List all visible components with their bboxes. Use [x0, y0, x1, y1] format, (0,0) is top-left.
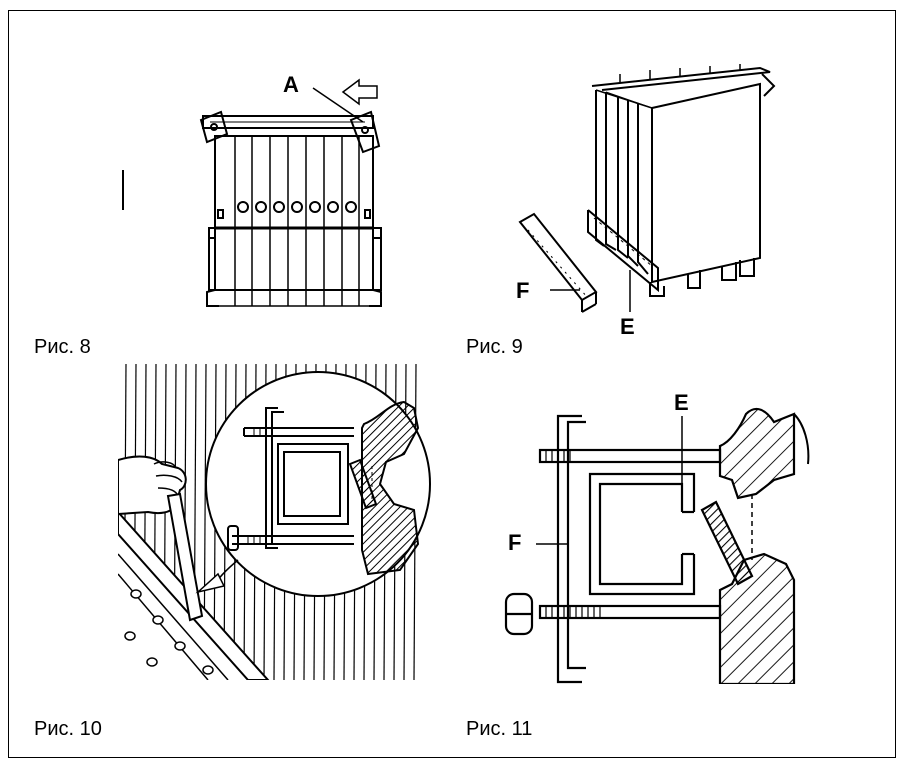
label-f: F: [516, 278, 530, 303]
figure-9: F E: [500, 60, 800, 350]
caption-fig-8: Рис. 8: [34, 336, 91, 358]
caption-fig-10: Рис. 10: [34, 718, 102, 740]
figure-10-drawing: [118, 364, 431, 680]
figure-8: A: [115, 60, 415, 330]
figure-8-drawing: [122, 78, 382, 307]
figure-9-drawing: [518, 64, 776, 313]
caption-fig-11: Рис. 11: [466, 718, 533, 740]
label-a: A: [283, 72, 299, 97]
figure-11-drawing: [504, 407, 810, 684]
figure-10: [118, 364, 432, 680]
label-e: E: [674, 390, 689, 415]
caption-fig-9: Рис. 9: [466, 336, 523, 358]
label-e: E: [620, 314, 635, 339]
figure-11: E F: [494, 384, 810, 684]
label-f: F: [508, 530, 522, 555]
page-frame: [8, 10, 896, 758]
